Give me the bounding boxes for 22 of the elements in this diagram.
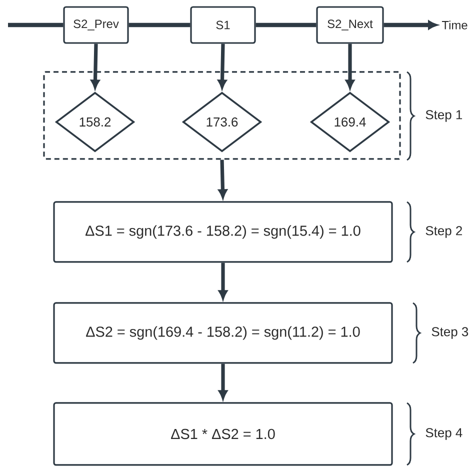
connector-line: [128, 22, 190, 28]
arrow: [218, 364, 228, 400]
arrow: [346, 44, 354, 89]
sample-box: S2_Next: [316, 6, 384, 44]
sample-box: S1: [190, 6, 256, 44]
step-label: Step 1: [426, 110, 462, 122]
arrow: [218, 44, 227, 89]
formula-box: ΔS1 * ΔS2 = 1.0: [53, 402, 393, 466]
step-label: Step 3: [432, 327, 468, 339]
formula-box: ΔS1 = sgn(173.6 - 158.2) = sgn(15.4) = 1.0: [53, 201, 393, 263]
sample-box: S2_Prev: [63, 6, 129, 44]
dashed-group-box: [43, 71, 401, 160]
connector-line: [256, 22, 316, 28]
connector-line: [8, 22, 64, 28]
arrow: [218, 160, 228, 198]
arrow: [384, 20, 438, 30]
arrow: [90, 44, 100, 89]
arrow: [218, 262, 228, 300]
formula-box: ΔS2 = sgn(169.4 - 158.2) = sgn(11.2) = 1.0: [53, 302, 393, 364]
step-label: Step 4: [426, 428, 462, 440]
time-label: Time: [442, 20, 468, 30]
step-label: Step 2: [426, 226, 462, 238]
